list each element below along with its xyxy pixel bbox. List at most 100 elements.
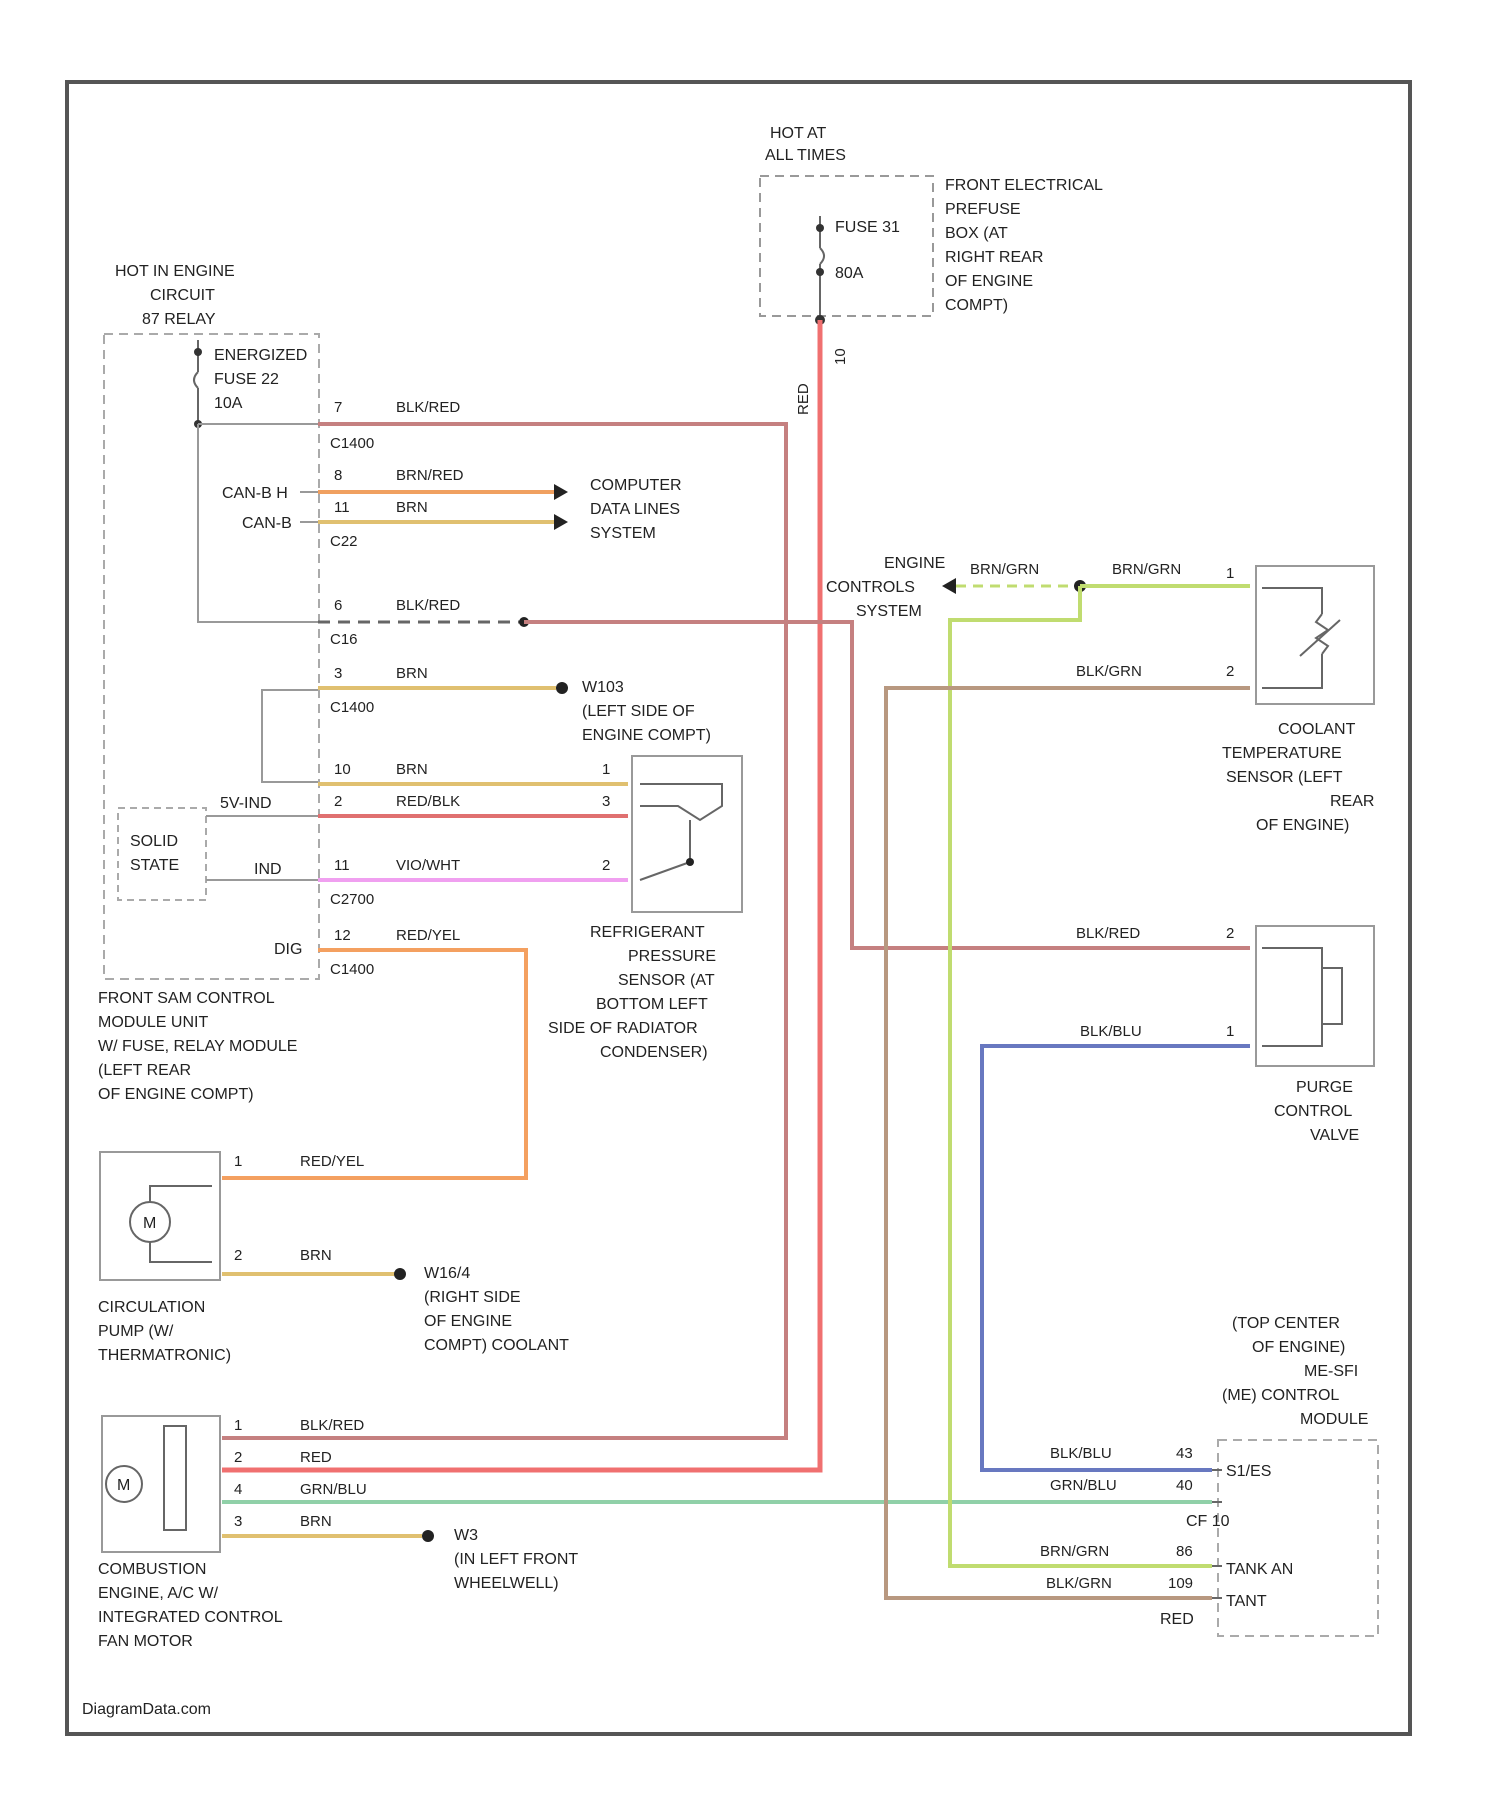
ground-w3-label-1: W3 (454, 1527, 478, 1544)
sam-name-1: FRONT SAM CONTROL (98, 990, 275, 1007)
pump-wire-1: RED/YEL (300, 1153, 364, 1170)
wire-pin2-number: 2 (334, 793, 342, 810)
wire-pin3-number: 3 (334, 665, 342, 682)
prefuse-box: HOT AT ALL TIMES FUSE 31 80A FRONT ELECT… (760, 125, 1103, 415)
engine-controls-wire-left: BRN/GRN (970, 561, 1039, 578)
me-row2-func: CF 10 (1186, 1513, 1230, 1530)
engine-controls: ENGINE CONTROLS SYSTEM BRN/GRN BRN/GRN (826, 555, 1250, 1566)
prefuse-hot-label-2: ALL TIMES (765, 147, 846, 164)
prefuse-fuse-label-1: FUSE 31 (835, 219, 900, 236)
me-row4-func: TANT (1226, 1593, 1267, 1610)
sam-can-h-label: CAN-B H (222, 485, 288, 502)
sam-5v-label: 5V-IND (220, 795, 272, 812)
wire-pin2-color: RED/BLK (396, 793, 460, 810)
fan-wire-1: BLK/RED (300, 1417, 364, 1434)
wire-pin10: 10 BRN (318, 761, 628, 784)
sam-hot-label-1: HOT IN ENGINE (115, 263, 235, 280)
wire-pin7: 7 BLK/RED C1400 (222, 399, 786, 1438)
coolant-wire-2: BLK/GRN (1076, 663, 1142, 680)
coolant-name-1: COOLANT (1278, 721, 1356, 738)
refrigerant-pin-2: 2 (602, 857, 610, 874)
me-row1-func: S1/ES (1226, 1463, 1271, 1480)
me-name-2: OF ENGINE) (1252, 1339, 1345, 1356)
purge-name-1: PURGE (1296, 1079, 1353, 1096)
ground-w3-label-3: WHEELWELL) (454, 1575, 559, 1592)
source-label: DiagramData.com (82, 1701, 211, 1718)
me-name-5: MODULE (1300, 1411, 1368, 1428)
engine-controls-label-2: CONTROLS (826, 579, 915, 596)
data-lines-label-1: COMPUTER (590, 477, 682, 494)
purge-pin-1: 1 (1226, 1023, 1234, 1040)
prefuse-location-5: OF ENGINE (945, 273, 1033, 290)
coolant-name-3: SENSOR (LEFT (1226, 769, 1343, 786)
fan-pin-3: 3 (234, 1513, 242, 1530)
me-row3-pin: 86 (1176, 1543, 1193, 1560)
connector-c22: C22 (330, 533, 358, 550)
refrigerant-name-6: CONDENSER) (600, 1044, 708, 1061)
data-lines-label-2: DATA LINES (590, 501, 680, 518)
me-bottom-label: RED (1160, 1611, 1194, 1628)
engine-controls-label-3: SYSTEM (856, 603, 922, 620)
connector-c2700: C2700 (330, 891, 374, 908)
fan-pin-1: 1 (234, 1417, 242, 1434)
pump-motor-symbol: M (143, 1215, 156, 1232)
sam-fuse-label-2: FUSE 22 (214, 371, 279, 388)
purge-wire-1: BLK/BLU (1080, 1023, 1142, 1040)
wire-pin8: 8 BRN/RED (318, 467, 568, 500)
wire-pin10-color: BRN (396, 761, 428, 778)
prefuse-hot-label-1: HOT AT (770, 125, 827, 142)
ground-w103-label-2: (LEFT SIDE OF (582, 703, 695, 720)
diagram-frame (67, 82, 1410, 1734)
wire-pin11b-number: 11 (334, 857, 350, 874)
refrigerant-sensor: 1 3 2 REFRIGERANT PRESSURE SENSOR (AT BO… (548, 756, 742, 1061)
fan-pin-2: 2 (234, 1449, 242, 1466)
wire-pin11-number: 11 (334, 499, 350, 516)
fan-name-4: FAN MOTOR (98, 1633, 193, 1650)
coolant-name-4: REAR (1330, 793, 1374, 810)
wire-pin11b-color: VIO/WHT (396, 857, 460, 874)
wire-pin11-b: 11 VIO/WHT C2700 (318, 857, 628, 908)
me-name-1: (TOP CENTER (1232, 1315, 1340, 1332)
sam-fuse-label-3: 10A (214, 395, 243, 412)
wire-pin12-color: RED/YEL (396, 927, 460, 944)
me-name-3: ME-SFI (1304, 1363, 1358, 1380)
wire-pin8-number: 8 (334, 467, 342, 484)
prefuse-location-6: COMPT) (945, 297, 1008, 314)
me-row1-wire: BLK/BLU (1050, 1445, 1112, 1462)
pump-name-2: PUMP (W/ (98, 1323, 174, 1340)
prefuse-fuse-label-2: 80A (835, 265, 864, 282)
sam-name-4: (LEFT REAR (98, 1062, 191, 1079)
purge-pin-2: 2 (1226, 925, 1234, 942)
wire-pin10-number: 10 (334, 761, 351, 778)
fan-motor: M 1 BLK/RED 2 RED 4 GRN/BLU 3 BRN COMBUS… (98, 1416, 434, 1650)
wire-pin11: 11 BRN C22 (318, 499, 568, 550)
prefuse-location-2: PREFUSE (945, 201, 1021, 218)
wire-pin2: 2 RED/BLK (318, 793, 628, 816)
fan-wire-2: RED (300, 1449, 332, 1466)
refrigerant-pin-1: 1 (602, 761, 610, 778)
ground-w103-label-1: W103 (582, 679, 624, 696)
me-row3-wire: BRN/GRN (1040, 1543, 1109, 1560)
connector-c1400-c: C1400 (330, 961, 374, 978)
ground-w16-label-2: (RIGHT SIDE (424, 1289, 521, 1306)
refrigerant-name-3: SENSOR (AT (618, 972, 715, 989)
wire-pin7-color: BLK/RED (396, 399, 460, 416)
pump-pin-1: 1 (234, 1153, 242, 1170)
me-row2-wire: GRN/BLU (1050, 1477, 1117, 1494)
me-row4-wire: BLK/GRN (1046, 1575, 1112, 1592)
me-row2-pin: 40 (1176, 1477, 1193, 1494)
solid-state-label-2: STATE (130, 857, 179, 874)
fan-name-3: INTEGRATED CONTROL (98, 1609, 283, 1626)
wire-pin8-color: BRN/RED (396, 467, 464, 484)
refrigerant-name-5: SIDE OF RADIATOR (548, 1020, 698, 1037)
connector-c16: C16 (330, 631, 358, 648)
sam-module: HOT IN ENGINE CIRCUIT 87 RELAY ENERGIZED… (98, 263, 319, 1103)
wire-pin11-color: BRN (396, 499, 428, 516)
me-row1-pin: 43 (1176, 1445, 1193, 1462)
fan-wire-4: GRN/BLU (300, 1481, 367, 1498)
pump-pin-2: 2 (234, 1247, 242, 1264)
pump-name-1: CIRCULATION (98, 1299, 205, 1316)
coolant-pin-2: 2 (1226, 663, 1234, 680)
ground-w16-label-4: COMPT) COOLANT (424, 1337, 569, 1354)
